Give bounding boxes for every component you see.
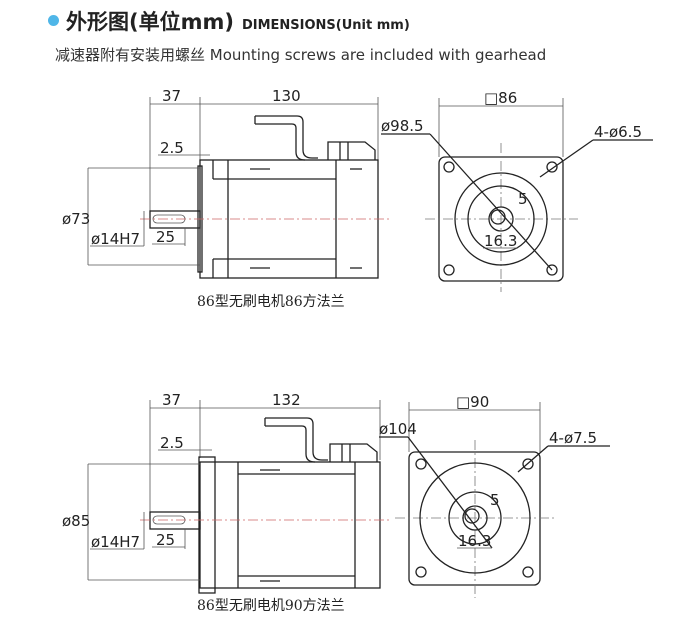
dim-key-length: 25 xyxy=(156,228,175,246)
dim-flange-step: 2.5 xyxy=(160,434,184,452)
caption-90: 86型无刷电机90方法兰 xyxy=(197,598,345,614)
section-header: 外形图(单位mm) DIMENSIONS(Unit mm) xyxy=(48,6,410,36)
dim-flange-step: 2.5 xyxy=(160,139,184,157)
dim-key-length: 25 xyxy=(156,531,175,549)
dim-flange-square: □86 xyxy=(484,89,517,107)
dim-holes: 4-ø7.5 xyxy=(549,429,597,447)
dim-key-width: 5 xyxy=(518,190,528,208)
dim-key-height: 16.3 xyxy=(458,532,491,550)
dim-pilot-diameter: ø85 xyxy=(62,512,90,530)
title-en: DIMENSIONS(Unit mm) xyxy=(241,18,410,33)
dim-key-height: 16.3 xyxy=(484,232,517,250)
front-view-90: □90 ø104 4-ø7.5 5 16.3 xyxy=(379,393,610,598)
front-view-86: □86 ø98.5 4-ø6.5 5 16.3 xyxy=(381,89,653,292)
dim-holes: 4-ø6.5 xyxy=(594,123,642,141)
dim-body-length: 130 xyxy=(272,87,301,105)
dim-shaft-diameter: ø14H7 xyxy=(91,533,140,551)
caption-86: 86型无刷电机86方法兰 xyxy=(197,294,345,310)
dim-key-width: 5 xyxy=(490,491,500,509)
dim-body-length: 132 xyxy=(272,391,301,409)
dim-shaft-length: 37 xyxy=(162,87,181,105)
dim-flange-square: □90 xyxy=(456,393,489,411)
dim-shaft-length: 37 xyxy=(162,391,181,409)
subtitle: 减速器附有安装用螺丝 Mounting screws are included … xyxy=(55,46,547,64)
dim-shaft-diameter: ø14H7 xyxy=(91,230,140,248)
side-view-86: 37 130 ø73 2.5 ø14H7 xyxy=(62,87,390,310)
dim-bolt-circle: ø98.5 xyxy=(381,117,424,135)
side-view-90: 37 132 ø85 2.5 ø14H7 25 86型无刷电机90方法兰 xyxy=(62,391,392,614)
dim-pilot-diameter: ø73 xyxy=(62,210,90,228)
title-cn: 外形图(单位mm) xyxy=(66,10,234,34)
dim-bolt-circle: ø104 xyxy=(379,420,417,438)
bullet-icon xyxy=(48,15,59,26)
